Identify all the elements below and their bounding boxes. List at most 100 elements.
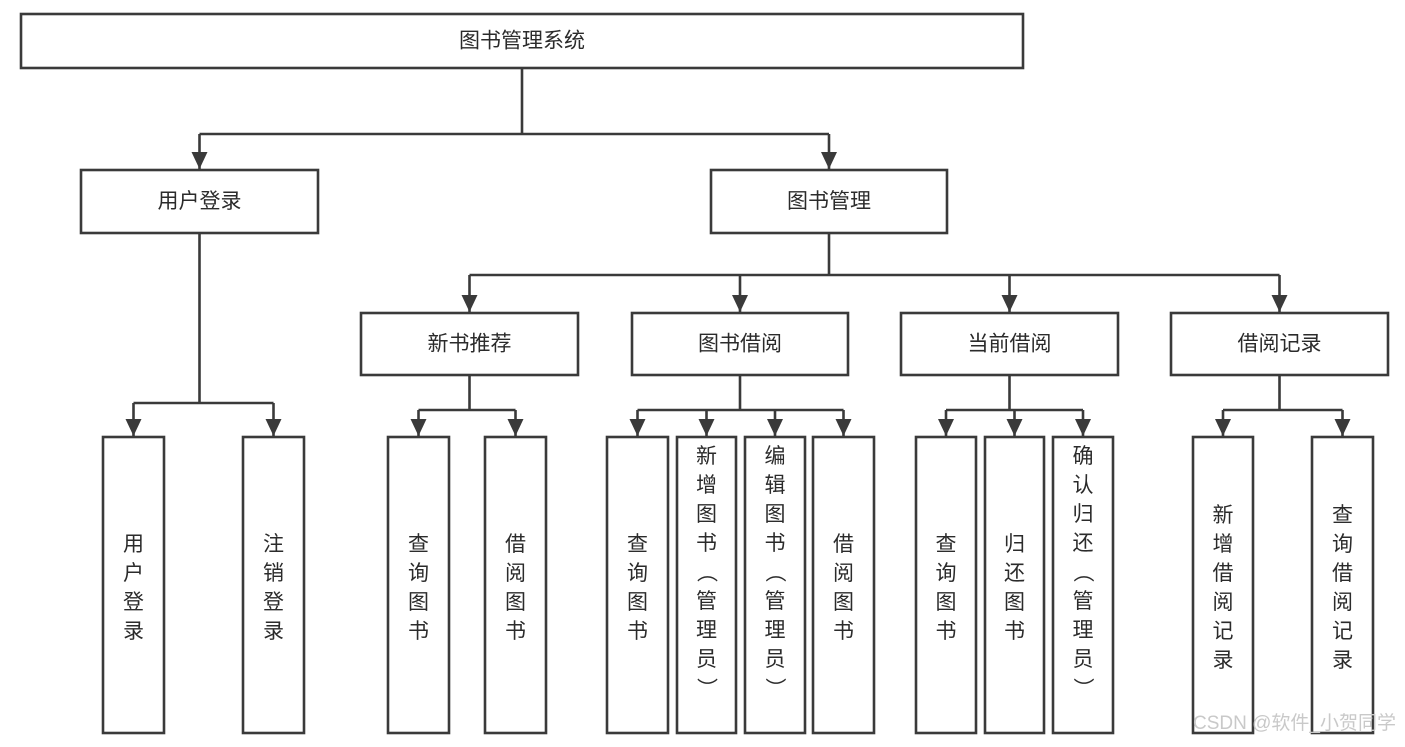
node-level2-2[interactable]: 当前借阅	[899, 311, 1120, 377]
node-label-char: 查	[408, 533, 429, 556]
node-box[interactable]	[914, 435, 978, 735]
node-label-char: 书	[833, 620, 854, 643]
arrowhead-icon	[1334, 419, 1351, 436]
node-label-char: ）	[763, 678, 786, 699]
node-label-char: 新	[1213, 504, 1234, 527]
node-box[interactable]	[1051, 435, 1115, 735]
node-label: 用户登录	[158, 190, 242, 213]
csdn-watermark: CSDN @软件_小贺同学	[1193, 712, 1396, 734]
connector-edges-layer	[125, 68, 1351, 436]
node-label-char: 户	[123, 562, 144, 585]
node-label-char: 销	[263, 562, 284, 585]
node-label-char: （	[763, 562, 786, 583]
node-label-char: 辑	[765, 474, 786, 497]
node-box[interactable]	[101, 435, 166, 735]
node-box[interactable]	[241, 435, 306, 735]
node-label-char: 书	[696, 532, 717, 555]
arrowhead-icon	[125, 419, 142, 436]
node-label-char: ）	[695, 678, 718, 699]
node-label-char: 记	[1213, 620, 1234, 643]
node-label-char: 阅	[1213, 591, 1234, 614]
node-label-char: 图	[936, 591, 957, 614]
node-label-char: 记	[1332, 620, 1353, 643]
node-label: 图书管理	[787, 190, 871, 213]
node-box[interactable]	[359, 311, 580, 377]
node-label-char: 还	[1004, 562, 1025, 585]
node-label-char: 书	[765, 532, 786, 555]
node-label-char: 管	[1073, 590, 1094, 613]
node-box[interactable]	[386, 435, 451, 735]
node-level2-1[interactable]: 图书借阅	[630, 311, 850, 377]
node-label-char: 认	[1073, 474, 1094, 497]
node-label-char: 图	[696, 503, 717, 526]
node-label-char: 员	[1073, 648, 1094, 671]
node-box[interactable]	[1191, 435, 1255, 735]
node-label-char: 图	[408, 591, 429, 614]
node-box[interactable]	[743, 435, 807, 735]
node-label-char: 增	[1213, 533, 1234, 556]
node-root-0[interactable]: 图书管理系统	[19, 12, 1025, 70]
arrowhead-icon	[265, 419, 282, 436]
node-label-char: 注	[263, 533, 284, 556]
node-box[interactable]	[1169, 311, 1390, 377]
node-label-char: 录	[1213, 649, 1234, 672]
node-label-char: 借	[1332, 562, 1353, 585]
node-level2-3[interactable]: 借阅记录	[1169, 311, 1390, 377]
node-label-char: 录	[1332, 649, 1353, 672]
arrowhead-icon	[1001, 295, 1018, 312]
node-label-char: 登	[263, 591, 284, 614]
node-box[interactable]	[630, 311, 850, 377]
node-label-char: 管	[765, 590, 786, 613]
node-label-char: 查	[936, 533, 957, 556]
node-label-char: 询	[936, 562, 957, 585]
node-label-char: 录	[123, 620, 144, 643]
arrowhead-icon	[461, 295, 478, 312]
node-label-char: 书	[627, 620, 648, 643]
node-box[interactable]	[79, 168, 320, 235]
node-box[interactable]	[483, 435, 548, 735]
node-boxes-layer: 图书管理系统用户登录图书管理新书推荐图书借阅当前借阅借阅记录用户登录注销登录查询…	[19, 12, 1390, 735]
node-leaf-0[interactable]: 用户登录	[101, 435, 166, 735]
node-label: 图书管理系统	[459, 30, 585, 53]
node-label-char: 阅	[1332, 591, 1353, 614]
node-level2-0[interactable]: 新书推荐	[359, 311, 580, 377]
arrowhead-icon	[698, 419, 715, 436]
node-box[interactable]	[709, 168, 949, 235]
node-label-char: 用	[123, 533, 144, 556]
node-label-char: 查	[627, 533, 648, 556]
node-label-char: 理	[765, 619, 786, 642]
node-label-char: 录	[263, 620, 284, 643]
node-label-char: 借	[833, 533, 854, 556]
node-label-char: 登	[123, 591, 144, 614]
node-box[interactable]	[19, 12, 1025, 70]
node-label-char: 查	[1332, 504, 1353, 527]
node-level1-0[interactable]: 用户登录	[79, 168, 320, 235]
node-label-char: 理	[1073, 619, 1094, 642]
node-box[interactable]	[1310, 435, 1375, 735]
node-box[interactable]	[983, 435, 1046, 735]
node-level1-1[interactable]: 图书管理	[709, 168, 949, 235]
node-box[interactable]	[899, 311, 1120, 377]
node-box[interactable]	[605, 435, 670, 735]
node-box[interactable]	[811, 435, 876, 735]
node-label-char: 图	[765, 503, 786, 526]
node-label-char: 图	[627, 591, 648, 614]
node-box[interactable]	[675, 435, 738, 735]
